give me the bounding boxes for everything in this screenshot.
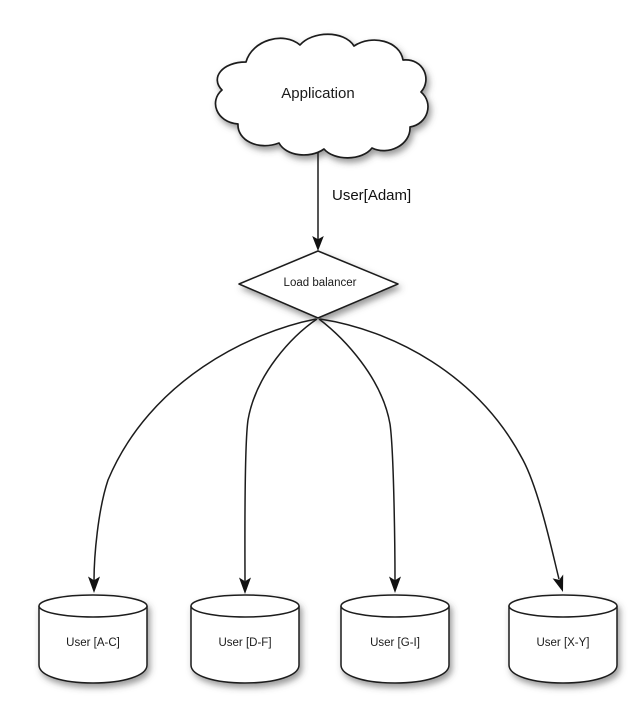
datastore-label: User [D-F]: [218, 637, 271, 649]
edge-curve: [244, 318, 318, 582]
edge-balancer-to-store-1[interactable]: [239, 318, 318, 594]
node-datastore-1[interactable]: User [D-F]: [190, 594, 300, 684]
cylinder-top-ellipse: [38, 594, 148, 618]
cloud-shape: [214, 33, 429, 159]
arrow-head-icon: [389, 576, 401, 593]
node-datastore-0[interactable]: User [A-C]: [38, 594, 148, 684]
cylinder-body: [340, 605, 450, 684]
cloud-label: Application: [281, 85, 354, 102]
node-load-balancer-diamond[interactable]: Load balancer: [238, 250, 399, 319]
edge-balancer-to-store-3[interactable]: [319, 318, 564, 592]
node-datastore-2[interactable]: User [G-I]: [340, 594, 450, 684]
cylinder-body: [38, 605, 148, 684]
edge-curve: [319, 318, 560, 580]
edge-curve: [318, 318, 396, 582]
edge-curve: [93, 318, 317, 582]
cylinder-top-ellipse: [190, 594, 300, 618]
node-datastore-3[interactable]: User [X-Y]: [508, 594, 618, 684]
cylinder-top-ellipse: [508, 594, 618, 618]
cylinder-body: [190, 605, 300, 684]
datastore-label: User [A-C]: [66, 637, 120, 649]
datastore-label: User [G-I]: [370, 637, 420, 649]
arrow-head-icon: [239, 577, 251, 594]
arrow-head-icon: [312, 236, 324, 251]
datastore-label: User [X-Y]: [536, 637, 589, 649]
cylinder-body: [508, 605, 618, 684]
diamond-label: Load balancer: [284, 277, 357, 289]
arrow-head-icon: [88, 576, 100, 593]
diamond-shape: [238, 250, 399, 319]
node-application-cloud[interactable]: Application: [214, 33, 429, 159]
cylinder-top-ellipse: [340, 594, 450, 618]
edge-balancer-to-store-0[interactable]: [88, 318, 317, 593]
edge-label-user-adam: User[Adam]: [332, 187, 411, 204]
edge-balancer-to-store-2[interactable]: [318, 318, 401, 593]
arrow-head-icon: [552, 574, 564, 592]
edge-application-to-balancer[interactable]: User[Adam]: [312, 152, 411, 251]
